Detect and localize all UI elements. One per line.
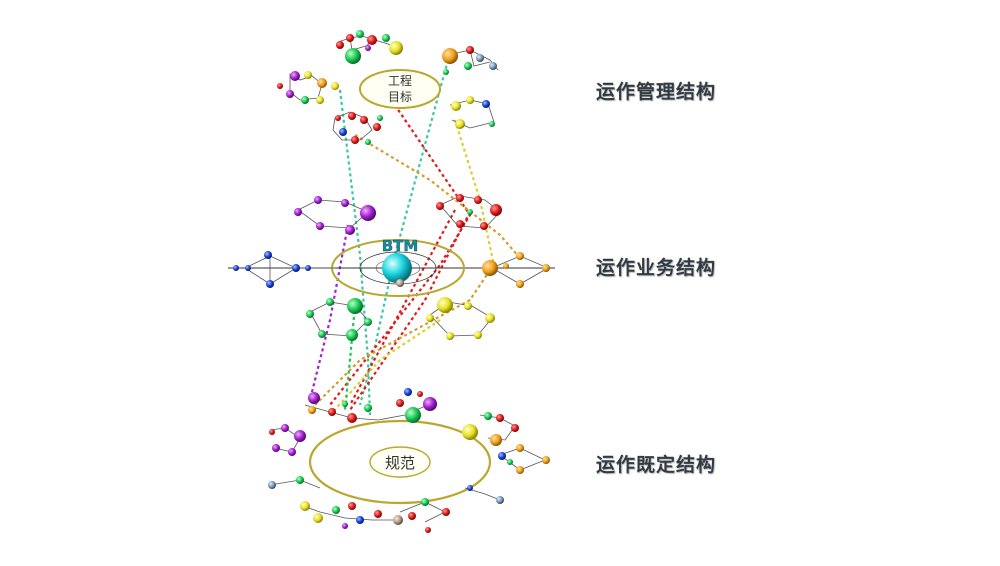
btm-core-node <box>382 253 412 283</box>
top-nodes <box>277 30 497 145</box>
spec-outer-ring <box>308 419 492 505</box>
connector-orange <box>354 134 521 259</box>
spec-inner-ring <box>369 446 431 478</box>
connector-green <box>343 304 357 411</box>
connector-red <box>349 209 456 406</box>
goal-text-line2: 目标 <box>388 90 412 104</box>
btm-text: BTM <box>382 237 419 255</box>
connector-teal <box>358 59 450 406</box>
connector-orange <box>314 269 491 406</box>
bottom-layer: 规范 <box>268 388 550 533</box>
top-layer: 工程 目标 <box>277 30 499 145</box>
cross-layer-connectors <box>308 59 521 416</box>
goal-ellipse <box>359 69 441 109</box>
goal-text-line1: 工程 <box>388 73 412 88</box>
layer-label-management: 运作管理结构 <box>596 81 717 103</box>
layer-label-business: 运作业务结构 <box>596 257 717 279</box>
connector-red <box>349 211 471 411</box>
connector-purple <box>308 224 350 401</box>
middle-layer: BTM <box>228 194 555 341</box>
connector-teal <box>338 89 372 416</box>
layer-label-established: 运作既定结构 <box>596 454 717 476</box>
spec-text: 规范 <box>385 454 415 472</box>
